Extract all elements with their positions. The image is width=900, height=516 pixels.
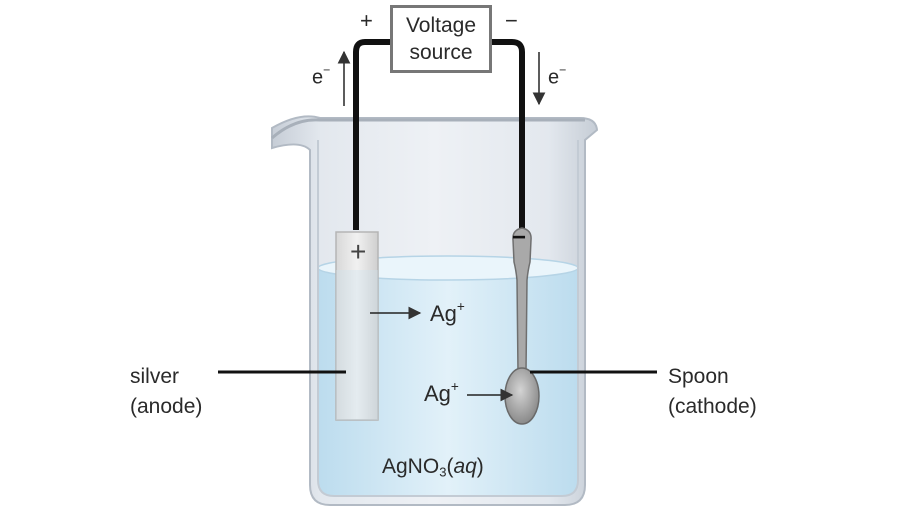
electron-right-charge: − (559, 63, 567, 77)
anode-label: silver (anode) (130, 362, 202, 423)
cathode-label: Spoon (cathode) (668, 362, 757, 423)
anode-sign: + (350, 236, 367, 267)
solution-close-paren: ) (476, 455, 484, 478)
anode-label-line2: (anode) (130, 395, 203, 419)
ion-label-upper: Ag+ (430, 300, 465, 325)
electron-left-symbol: e (312, 66, 324, 89)
solution-formula-subscript: 3 (439, 464, 447, 480)
electron-left-charge: − (323, 63, 331, 77)
circuit-wires (353, 39, 525, 232)
spoon-handle (512, 227, 532, 373)
anode-bar (335, 231, 379, 421)
cathode-label-line1: Spoon (668, 365, 729, 388)
voltage-source-line1: Voltage (405, 13, 477, 37)
electron-right-symbol: e (548, 66, 560, 89)
beaker-inner-wall (317, 140, 579, 497)
ion-upper-symbol: Ag (430, 301, 457, 327)
solution-body (318, 268, 578, 496)
solution-formula-base: AgNO (382, 455, 440, 478)
ion-lower-charge: + (450, 379, 459, 394)
wire-negative (492, 39, 525, 232)
ion-lower-symbol: Ag (424, 381, 451, 407)
beaker-rim (271, 118, 585, 140)
wire-positive (353, 39, 390, 230)
anode-submerged-tint (336, 270, 378, 420)
solution-state: aq (453, 455, 477, 478)
voltage-source-box: Voltage source (390, 5, 492, 73)
anode-label-line1: silver (130, 365, 180, 388)
spoon-bowl (504, 367, 540, 425)
terminal-positive-sign: + (360, 8, 373, 33)
cathode-sign: − (512, 224, 527, 251)
ion-upper-charge: + (456, 299, 465, 314)
solution-formula: AgNO3(aq) (382, 456, 484, 478)
electron-label-left: e− (312, 64, 330, 87)
voltage-source-line2: source (409, 41, 473, 64)
silver-anode (335, 231, 379, 421)
solution-open-paren: ( (446, 455, 454, 478)
cathode-label-line2: (cathode) (668, 395, 757, 419)
terminal-negative-sign: − (505, 8, 518, 33)
spoon-cathode (504, 227, 540, 425)
ion-label-lower: Ag+ (424, 380, 459, 405)
electron-label-right: e− (548, 64, 566, 87)
solution (317, 255, 579, 496)
